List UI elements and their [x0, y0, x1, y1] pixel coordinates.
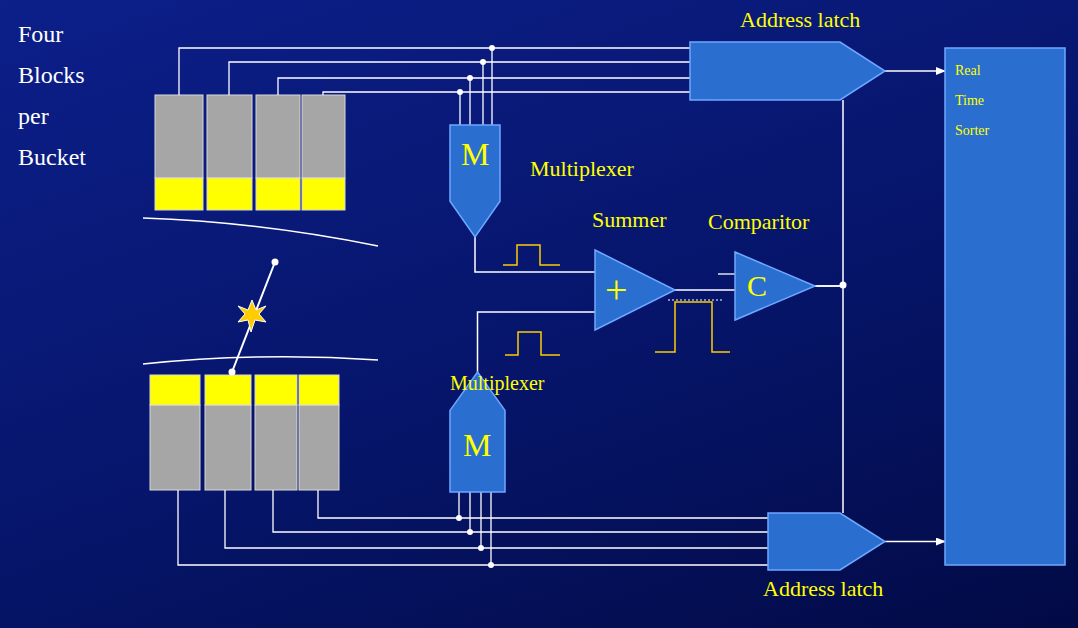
node-text: +	[605, 268, 628, 312]
signal-wire	[318, 490, 768, 518]
signal-wire	[459, 92, 460, 125]
multiplexer-block: MMultiplexer	[450, 372, 505, 492]
signal-wire	[323, 92, 690, 95]
photon-dot	[229, 369, 236, 376]
signal-connector	[815, 100, 843, 286]
node-outline	[768, 513, 885, 570]
threshold-level	[668, 300, 722, 301]
signal-connector	[815, 286, 843, 513]
scintillator-crystal	[255, 375, 297, 405]
junction-dot	[480, 59, 486, 65]
node-heading: Comparitor	[708, 210, 809, 234]
signal-wire	[225, 490, 768, 548]
node-heading: Multiplexer	[450, 372, 544, 394]
signal-connector	[885, 70, 945, 72]
signal-wire	[490, 492, 491, 565]
junction-dot	[467, 75, 473, 81]
amplifier-triangle: +Summer	[595, 250, 675, 330]
latch-block: Address latch	[690, 42, 885, 100]
junction-dot	[456, 515, 462, 521]
pulse-waveform	[505, 332, 560, 355]
node-text: Real Time Sorter	[955, 56, 1005, 146]
detector-block	[256, 95, 300, 178]
signal-wire	[458, 492, 459, 518]
scintillator-crystal	[299, 375, 339, 405]
photon-dot	[272, 259, 279, 266]
line-of-response	[232, 262, 275, 372]
annihilation-star	[238, 300, 266, 332]
signal-connector	[475, 237, 595, 272]
scintillator-crystal	[150, 375, 200, 405]
detector-block	[255, 405, 297, 490]
signal-wire	[469, 78, 470, 125]
caption-label: Four Blocks per Bucket	[18, 14, 106, 178]
node-text: M	[461, 137, 489, 172]
node-text: M	[463, 428, 491, 463]
scintillator-crystal	[256, 178, 300, 210]
node-text: C	[747, 269, 767, 302]
junction-dot	[489, 45, 495, 51]
signal-wire	[229, 62, 690, 95]
signal-wire	[469, 492, 470, 532]
signal-wire	[480, 492, 481, 548]
detector-block	[150, 405, 200, 490]
scintillator-crystal	[155, 178, 203, 210]
signal-wire	[491, 48, 492, 125]
multiplexer-block: MMultiplexer	[450, 125, 500, 237]
detector-arc	[143, 357, 378, 364]
junction-dot	[467, 529, 473, 535]
amplifier-triangle: CComparitor	[735, 252, 815, 320]
detector-block	[155, 95, 203, 178]
pulse-waveform	[655, 302, 730, 352]
junction-dot	[478, 545, 484, 551]
scintillator-crystal	[205, 375, 251, 405]
detector-block	[302, 95, 345, 178]
pulse-waveform	[503, 245, 560, 265]
latch-block: Address latch	[768, 513, 885, 570]
sorter-box: Real Time Sorter	[945, 48, 1065, 565]
signal-wire	[179, 48, 690, 95]
signal-wire	[273, 490, 768, 532]
signal-connector	[478, 312, 596, 372]
signal-wire	[178, 490, 768, 565]
junction-dot	[488, 562, 494, 568]
node-heading: Summer	[592, 208, 667, 232]
signal-connector	[885, 541, 945, 543]
scintillator-crystal	[207, 178, 252, 210]
signal-wire	[278, 78, 690, 95]
detector-block	[299, 405, 339, 490]
detector-arc	[143, 218, 378, 246]
signal-connector	[675, 289, 735, 291]
detector-block	[207, 95, 252, 178]
node-heading: Multiplexer	[530, 157, 634, 181]
node-outline	[690, 42, 885, 100]
node-text: Address latch	[763, 577, 883, 601]
junction-dot	[457, 89, 463, 95]
signal-wire	[482, 62, 483, 125]
node-text: Address latch	[740, 8, 860, 32]
detector-block	[205, 405, 251, 490]
scintillator-crystal	[302, 178, 345, 210]
